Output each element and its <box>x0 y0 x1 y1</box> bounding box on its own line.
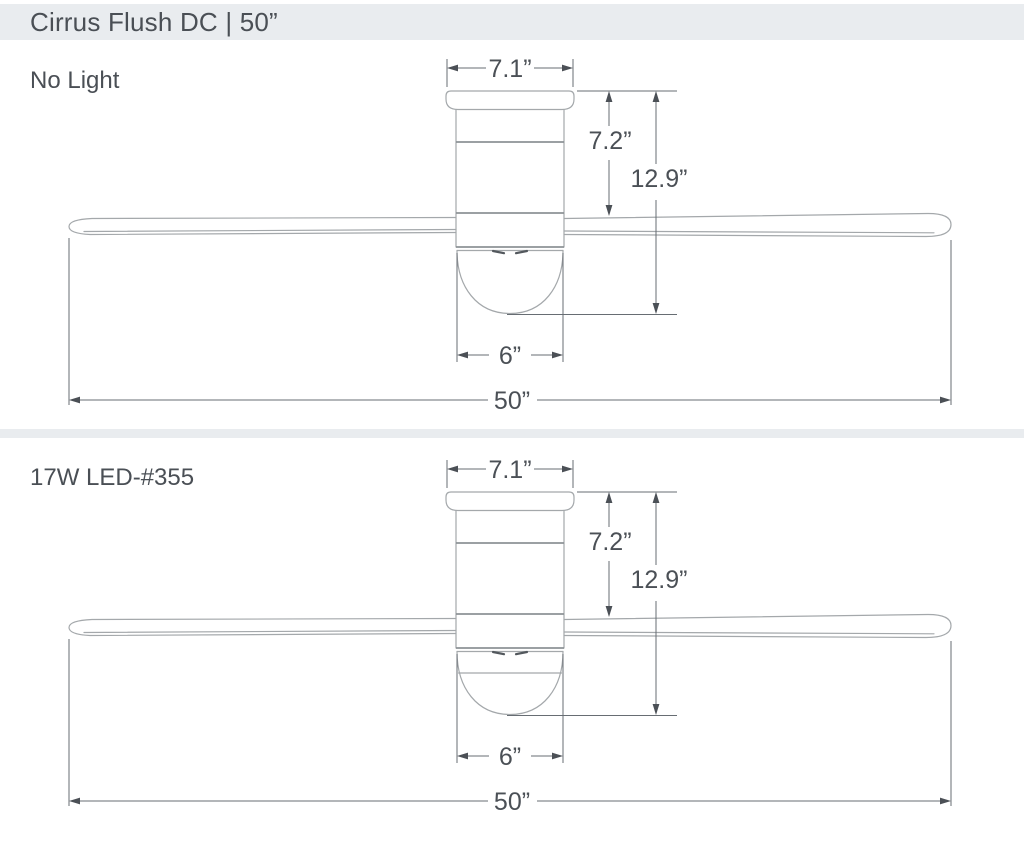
arrowhead-up <box>652 91 660 102</box>
motor-housing <box>455 108 565 248</box>
ceiling-canopy <box>445 491 575 512</box>
arrowhead-left <box>69 396 80 404</box>
arrowhead-down <box>605 606 613 617</box>
arrowhead-right <box>562 465 573 473</box>
diagram-panel-led: 17W LED-#355 <box>0 438 1024 847</box>
bottom-bowl <box>456 650 564 716</box>
fan-blade-right <box>563 212 952 238</box>
variant-label: No Light <box>30 67 120 94</box>
arrowhead-left <box>457 351 468 359</box>
dimension-blade-span: 50” <box>68 639 952 816</box>
bowl-clip-left <box>491 249 506 255</box>
dim-label-housing-height: 7.2” <box>588 127 631 155</box>
variant-label: 17W LED-#355 <box>30 464 195 491</box>
fan-dimension-drawing: 7.1” 7.2” 12.9” 6” 50” <box>68 456 952 816</box>
fan-blade-left <box>68 216 457 236</box>
motor-housing <box>455 509 565 649</box>
dimension-bowl-width: 6” <box>456 654 564 771</box>
dim-label-blade-span: 50” <box>494 387 530 415</box>
dimension-total-height: 12.9” <box>507 91 687 315</box>
arrowhead-up <box>605 91 613 102</box>
header-bar: Cirrus Flush DC | 50” <box>0 4 1024 40</box>
dim-label-bowl-width: 6” <box>499 743 521 771</box>
bowl-clip-right <box>514 249 529 255</box>
arrowhead-right <box>940 396 951 404</box>
bottom-bowl <box>456 249 564 315</box>
arrowhead-left <box>447 465 458 473</box>
dimension-canopy-width: 7.1” <box>446 456 574 488</box>
dimension-canopy-width: 7.1” <box>446 55 574 87</box>
arrowhead-down <box>652 303 660 314</box>
dim-label-bowl-width: 6” <box>499 342 521 370</box>
arrowhead-down <box>652 704 660 715</box>
arrowhead-left <box>69 797 80 805</box>
dim-label-blade-span: 50” <box>494 788 530 816</box>
dim-label-total-height: 12.9” <box>631 566 688 594</box>
bowl-clip-left <box>491 650 506 656</box>
arrowhead-right <box>552 752 563 760</box>
page-title: Cirrus Flush DC | 50” <box>30 6 278 37</box>
fan-blade-right <box>563 613 952 639</box>
dimension-bowl-width: 6” <box>456 253 564 370</box>
dim-label-total-height: 12.9” <box>631 165 688 193</box>
dim-label-canopy-width: 7.1” <box>488 456 531 484</box>
arrowhead-up <box>652 492 660 503</box>
arrowhead-right <box>562 64 573 72</box>
bowl-clip-right <box>514 650 529 656</box>
arrowhead-left <box>457 752 468 760</box>
diagram-panel-no-light: No Light <box>0 40 1024 429</box>
dim-label-housing-height: 7.2” <box>588 528 631 556</box>
dimension-housing-height: 7.2” <box>577 491 677 617</box>
section-divider <box>0 429 1024 438</box>
dimension-blade-span: 50” <box>68 238 952 415</box>
arrowhead-left <box>447 64 458 72</box>
dimension-housing-height: 7.2” <box>577 90 677 216</box>
dimension-total-height: 12.9” <box>507 492 687 716</box>
arrowhead-down <box>605 205 613 216</box>
arrowhead-up <box>605 492 613 503</box>
fan-dimension-drawing: 7.1” 7.2” 12.9” 6” <box>68 55 952 415</box>
arrowhead-right <box>552 351 563 359</box>
dim-label-canopy-width: 7.1” <box>488 55 531 83</box>
fan-blade-left <box>68 617 457 637</box>
ceiling-canopy <box>445 90 575 111</box>
arrowhead-right <box>940 797 951 805</box>
